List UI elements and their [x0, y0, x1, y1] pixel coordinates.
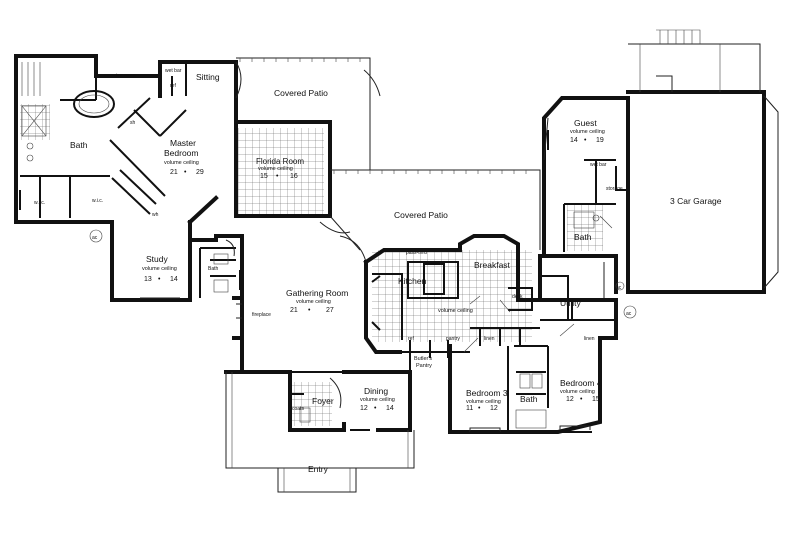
dining-label: Dining — [364, 386, 388, 396]
svg-text:•: • — [478, 405, 481, 412]
kitchen-vc-label: volume ceiling — [438, 308, 473, 314]
dining-vc-label: volume ceiling — [360, 397, 395, 403]
master-bedroom-label-1: Master — [170, 138, 196, 148]
study-label: Study — [146, 254, 168, 264]
master-dim-a: 21 — [170, 169, 178, 176]
florida-vc-label: volume ceiling — [258, 166, 293, 172]
entry-label: Entry — [308, 464, 329, 474]
svg-text:•: • — [308, 307, 311, 314]
bedroom4-dim-b: 15 — [592, 396, 600, 403]
gathering-dim-a: 21 — [290, 307, 298, 314]
butlers-label-2: Pantry — [416, 363, 432, 369]
bedroom3-dim-b: 12 — [490, 405, 498, 412]
gathering-vc-label: volume ceiling — [296, 299, 331, 305]
florida-room-tile — [236, 128, 324, 216]
desk-label: desk — [512, 294, 523, 300]
kitchen-tile — [372, 250, 532, 342]
storage-label: storage — [606, 186, 623, 192]
guest-garage-walls — [542, 29, 779, 319]
window-marks — [19, 97, 612, 433]
study-bath-label: Bath — [208, 266, 219, 272]
wic-label-2: w.i.c. — [92, 198, 103, 204]
garage-label: 3 Car Garage — [670, 196, 722, 206]
covered-patio-top — [235, 57, 381, 263]
guest-dim-a: 14 — [570, 137, 578, 144]
master-bedroom-label-2: Bedroom — [164, 148, 199, 158]
study-vc-label: volume ceiling — [142, 266, 177, 272]
coats-label: coats — [292, 406, 304, 412]
linen-label-1: linen — [484, 336, 495, 342]
covered-patio-mid — [330, 169, 541, 250]
covered-patio-mid-label: Covered Patio — [394, 210, 448, 220]
front-walls — [225, 370, 415, 493]
master-vc-label: volume ceiling — [164, 160, 199, 166]
florida-room-label: Florida Room — [256, 157, 304, 166]
bedroom4-dim-a: 12 — [566, 396, 574, 403]
study-dim-a: 13 — [144, 276, 152, 283]
pantry-ref-label: ref — [408, 336, 414, 342]
master-dim-b: 29 — [196, 169, 204, 176]
exercise-room-label: exercise room — [104, 73, 135, 79]
dining-dim-b: 14 — [386, 405, 394, 412]
bedroom3-dim-a: 11 — [466, 405, 473, 412]
florida-dim-b: 16 — [290, 173, 298, 180]
foyer-label: Foyer — [312, 396, 334, 406]
kitchen-walls — [363, 234, 542, 376]
guest-wet-bar-label: wet bar — [590, 162, 607, 168]
bedroom3-vc-label: volume ceiling — [466, 399, 501, 405]
foyer-tile — [290, 382, 332, 426]
utility-label: Utility — [560, 298, 582, 308]
center-bath-label: Bath — [520, 394, 538, 404]
wh-label: wh — [152, 212, 159, 218]
pass-thru-label: pass-thru — [406, 250, 427, 256]
gathering-dim-b: 27 — [326, 307, 334, 314]
shower-label: sh — [130, 120, 136, 126]
dining-dim-a: 12 — [360, 405, 368, 412]
bedroom3-label: Bedroom 3 — [466, 388, 508, 398]
svg-text:•: • — [584, 137, 587, 144]
svg-text:•: • — [374, 405, 377, 412]
sitting-label: Sitting — [196, 72, 220, 82]
gathering-room-label: Gathering Room — [286, 288, 348, 298]
guest-bath-label: Bath — [574, 232, 592, 242]
ref-label: ref — [170, 83, 176, 89]
ac-label-1: ac — [92, 235, 98, 241]
ac-label-2: ac — [626, 311, 632, 317]
butlers-label-1: Butler's — [414, 356, 432, 362]
covered-patio-top-label: Covered Patio — [274, 88, 328, 98]
pantry-label: pantry — [446, 336, 460, 342]
svg-text:•: • — [580, 396, 583, 403]
breakfast-label: Breakfast — [474, 260, 511, 270]
ac-label-3: ac — [616, 285, 622, 291]
master-bath-label: Bath — [70, 140, 88, 150]
florida-dim-a: 15 — [260, 173, 268, 180]
bedroom4-vc-label: volume ceiling — [560, 389, 595, 395]
guest-label: Guest — [574, 118, 597, 128]
wet-bar-label: wet bar — [165, 68, 182, 74]
linen-label-2: linen — [584, 336, 595, 342]
fireplace-label: fireplace — [252, 312, 271, 318]
guest-vc-label: volume ceiling — [570, 129, 605, 135]
kitchen-label: Kitchen — [398, 276, 427, 286]
svg-text:•: • — [184, 169, 187, 176]
svg-text:•: • — [158, 276, 161, 283]
svg-text:•: • — [276, 173, 279, 180]
guest-dim-b: 19 — [596, 137, 604, 144]
bedroom4-label: Bedroom 4 — [560, 378, 602, 388]
study-dim-b: 14 — [170, 276, 178, 283]
room-labels: exercise room wet bar ref Sitting Covere… — [34, 68, 722, 474]
wic-label-1: w.i.c. — [34, 200, 45, 206]
study-gathering-walls — [110, 234, 292, 374]
